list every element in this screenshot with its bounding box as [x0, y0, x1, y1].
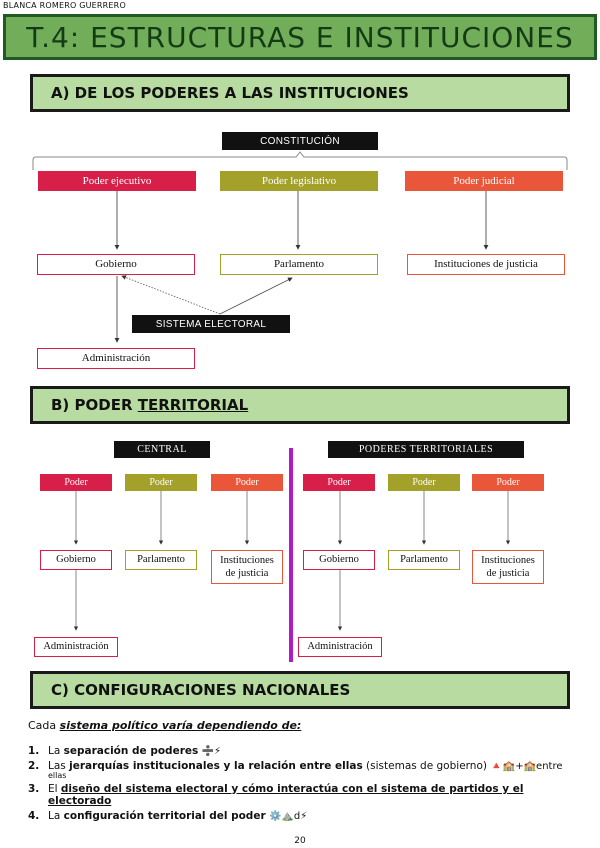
page-title-bar: T.4: ESTRUCTURAS E INSTITUCIONES	[3, 14, 597, 60]
section-c-intro: Cada sistema político varía dependiendo …	[28, 719, 301, 732]
central-justicia-line1: Instituciones	[220, 554, 274, 566]
central-poder-judicial: Poder	[211, 474, 283, 491]
central-justicia-label: Instituciones de justicia	[220, 554, 274, 580]
author-name: BLANCA ROMERO GUERRERO	[3, 1, 126, 10]
terr-gobierno-box: Gobierno	[303, 550, 375, 570]
sistema-electoral-label: SISTEMA ELECTORAL	[155, 318, 267, 330]
terr-poder-ejecutivo: Poder	[303, 474, 375, 491]
constitution-box: CONSTITUCIÓN	[222, 132, 378, 150]
arrow-electoral-gobierno	[121, 275, 221, 315]
terr-poder-2-label: Poder	[412, 477, 436, 488]
central-poder-2-label: Poder	[149, 477, 173, 488]
list-item-bold: jerarquías institucionales y la relación…	[69, 760, 363, 772]
parlamento-box: Parlamento	[220, 254, 378, 275]
terr-gobierno-label: Gobierno	[319, 554, 359, 566]
arrow-electoral-parlamento	[219, 277, 293, 315]
poder-legislativo-box: Poder legislativo	[220, 171, 378, 191]
list-item-pre: Las	[48, 760, 70, 772]
terr-poder-1-label: Poder	[327, 477, 351, 488]
gobierno-label: Gobierno	[95, 257, 137, 270]
administracion-box: Administración	[37, 348, 195, 369]
configuration-list: 1. La separación de poderes ➗⚡ 2. Las je…	[28, 745, 588, 825]
hierarchy-buildings-icon: 🔺🏫+🏫entre	[490, 761, 563, 772]
poder-judicial-label: Poder judicial	[453, 175, 515, 187]
intro-prefix: Cada	[28, 719, 60, 732]
poder-ejecutivo-label: Poder ejecutivo	[82, 175, 152, 187]
instituciones-justicia-box: Instituciones de justicia	[407, 254, 565, 275]
intro-bold: sistema político varía dependiendo de:	[59, 719, 302, 732]
central-poder-ejecutivo: Poder	[40, 474, 112, 491]
list-item-bold: separación de poderes	[63, 745, 199, 757]
list-item: 2. Las jerarquías institucionales y la r…	[28, 760, 588, 780]
constitution-brace	[32, 151, 568, 170]
central-poder-1-label: Poder	[64, 477, 88, 488]
terr-parlamento-box: Parlamento	[388, 550, 460, 570]
poder-legislativo-label: Poder legislativo	[261, 175, 337, 187]
instituciones-justicia-label: Instituciones de justicia	[434, 257, 538, 270]
central-poder-3-label: Poder	[235, 477, 259, 488]
sistema-electoral-box: SISTEMA ELECTORAL	[132, 315, 290, 333]
central-label: CENTRAL	[137, 444, 187, 455]
section-a-heading: A) DE LOS PODERES A LAS INSTITUCIONES	[30, 74, 570, 112]
poder-judicial-box: Poder judicial	[405, 171, 563, 191]
terr-administracion-label: Administración	[307, 641, 373, 653]
section-b-title-underlined: TERRITORIAL	[137, 396, 249, 414]
territorial-label-box: PODERES TERRITORIALES	[328, 441, 524, 458]
central-parlamento-label: Parlamento	[137, 554, 185, 566]
section-b-heading: B) PODER TERRITORIAL	[30, 386, 570, 424]
central-gobierno-label: Gobierno	[56, 554, 96, 566]
terr-justicia-box: Instituciones de justicia	[472, 550, 544, 584]
central-administracion-label: Administración	[43, 641, 109, 653]
division-lightning-icon: ➗⚡	[201, 746, 222, 757]
section-a-title: A) DE LOS PODERES A LAS INSTITUCIONES	[51, 84, 409, 102]
list-item-pre: La	[48, 745, 64, 757]
list-number: 4.	[28, 810, 40, 822]
list-item-post: (sistemas de gobierno)	[362, 760, 491, 772]
list-item-pre: La	[48, 810, 64, 822]
list-number: 3.	[28, 783, 40, 795]
section-b-title-prefix: B) PODER	[51, 396, 138, 414]
administracion-label: Administración	[81, 351, 151, 364]
gear-mountain-icon: ⚙️⛰️d⚡	[268, 811, 308, 822]
central-label-box: CENTRAL	[114, 441, 210, 458]
gobierno-box: Gobierno	[37, 254, 195, 275]
central-poder-legislativo: Poder	[125, 474, 197, 491]
list-item: 4. La configuración territorial del pode…	[28, 810, 588, 822]
terr-justicia-line2: de justicia	[486, 568, 530, 579]
list-item: 1. La separación de poderes ➗⚡	[28, 745, 588, 757]
central-gobierno-box: Gobierno	[40, 550, 112, 570]
poder-ejecutivo-box: Poder ejecutivo	[38, 171, 196, 191]
list-item-bold: configuración territorial del poder	[63, 810, 266, 822]
section-c-heading: C) CONFIGURACIONES NACIONALES	[30, 671, 570, 709]
page-number: 20	[294, 836, 306, 846]
central-justicia-box: Instituciones de justicia	[211, 550, 283, 584]
central-justicia-line2: de justicia	[225, 568, 269, 579]
central-administracion-box: Administración	[34, 637, 118, 657]
terr-justicia-line1: Instituciones	[481, 554, 535, 566]
list-item-bold: diseño del sistema electoral y cómo inte…	[48, 783, 524, 807]
list-item-extra: ellas	[48, 771, 67, 780]
list-item: 3. El diseño del sistema electoral y cóm…	[28, 783, 588, 807]
terr-poder-3-label: Poder	[496, 477, 520, 488]
terr-administracion-box: Administración	[298, 637, 382, 657]
terr-poder-legislativo: Poder	[388, 474, 460, 491]
terr-parlamento-label: Parlamento	[400, 554, 448, 566]
parlamento-label: Parlamento	[273, 257, 325, 270]
section-b-divider	[289, 448, 293, 662]
central-parlamento-box: Parlamento	[125, 550, 197, 570]
list-item-pre: El	[48, 783, 61, 795]
page-title: T.4: ESTRUCTURAS E INSTITUCIONES	[26, 20, 574, 54]
terr-justicia-label: Instituciones de justicia	[481, 554, 535, 580]
territorial-label: PODERES TERRITORIALES	[358, 444, 494, 455]
constitution-label: CONSTITUCIÓN	[260, 135, 340, 147]
list-number: 2.	[28, 760, 40, 772]
terr-poder-judicial: Poder	[472, 474, 544, 491]
section-c-title: C) CONFIGURACIONES NACIONALES	[51, 681, 351, 699]
list-number: 1.	[28, 745, 40, 757]
